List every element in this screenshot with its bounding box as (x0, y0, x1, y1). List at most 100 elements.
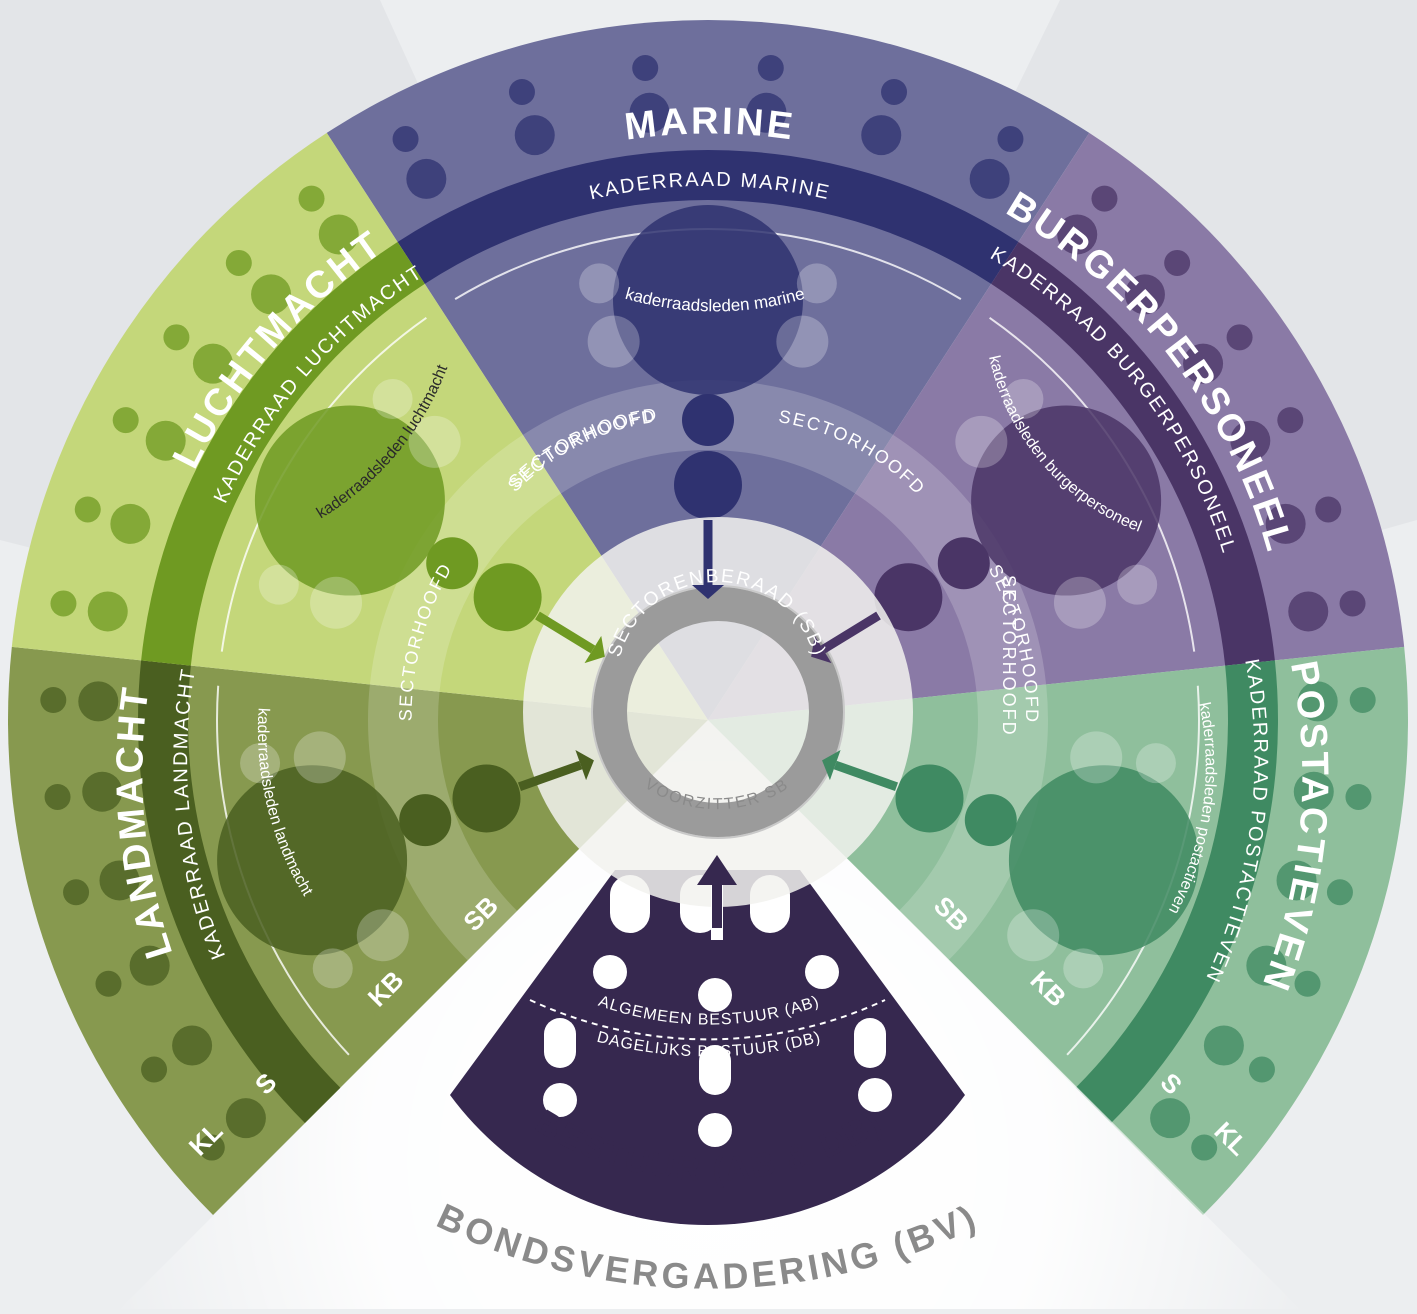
sectorenberaad-center (523, 517, 913, 907)
lucht-title-band (141, 241, 425, 666)
person-icon (1226, 324, 1253, 351)
person-icon (110, 503, 151, 544)
burger-kaderraadsleden-icon (955, 379, 1158, 629)
person-icon (50, 590, 77, 617)
marine-divider-line (454, 227, 962, 300)
land-sectorhoofd-body-icon (452, 764, 521, 833)
person-icon (1091, 185, 1118, 212)
lucht-arrow-icon (535, 611, 605, 664)
land-kaderraadsleden-icon (240, 731, 409, 989)
person-icon (240, 743, 281, 784)
person-icon (629, 92, 670, 133)
person-icon (969, 158, 1010, 199)
person-icon (881, 78, 908, 105)
person-icon (587, 315, 640, 368)
person-icon (1277, 407, 1304, 434)
person-icon (1203, 1025, 1244, 1066)
person-icon (82, 771, 123, 812)
person-icon (1297, 681, 1338, 722)
marine-sectorhoofd-body-icon (674, 451, 742, 519)
person-icon (1276, 860, 1317, 901)
land-sectorhoofd-icon (399, 794, 452, 847)
lucht-sectorhoofd-icon (426, 537, 479, 590)
person-icon (1057, 214, 1098, 255)
person-icon (318, 214, 359, 255)
marine-title: MARINE (622, 100, 797, 148)
marine-kaderraadsleden-icon (579, 263, 837, 368)
person-icon (198, 1134, 225, 1161)
db-member-body-icon (854, 1018, 886, 1068)
person-icon (87, 591, 128, 632)
person-icon (78, 681, 119, 722)
person-icon (40, 686, 67, 713)
person-icon (63, 879, 90, 906)
person-icon (44, 783, 71, 810)
person-icon (1293, 771, 1334, 812)
person-icon (1230, 420, 1271, 461)
post-sectorhoofd: SECTORHOOFD (999, 575, 1019, 737)
burger-arrow-icon (811, 611, 881, 664)
person-icon (408, 415, 461, 468)
burger-title-band (991, 241, 1275, 666)
land-members-icon (40, 681, 266, 1161)
sectorenberaad-ring (593, 587, 843, 837)
person-icon (508, 78, 535, 105)
person-icon (145, 420, 186, 461)
person-icon (293, 731, 346, 784)
center-disc (523, 517, 913, 907)
db-member-icon (543, 1083, 577, 1117)
person-icon (225, 249, 252, 276)
person-icon (1135, 743, 1176, 784)
person-icon (312, 948, 353, 989)
person-icon (1345, 783, 1372, 810)
person-icon (1294, 970, 1321, 997)
person-icon (251, 274, 292, 315)
db-member-body-icon (544, 1018, 576, 1068)
person-icon (141, 1056, 168, 1083)
post-kaderraad-disc (1008, 765, 1199, 956)
person-icon (356, 909, 409, 962)
person-icon (129, 945, 170, 986)
person-icon (997, 126, 1024, 153)
lucht-members-icon (50, 185, 359, 632)
person-icon (514, 115, 555, 156)
db-member-icon (858, 1078, 892, 1112)
lucht-kaderraad-disc (254, 405, 445, 596)
lucht-sectorhoofd-body-icon (473, 563, 542, 632)
person-icon (112, 407, 139, 434)
person-icon (1349, 686, 1376, 713)
person-icon (1124, 274, 1165, 315)
person-icon (95, 970, 122, 997)
person-icon (1053, 576, 1106, 629)
person-icon (1265, 503, 1306, 544)
land-kaderraad-disc (217, 765, 408, 956)
person-icon (796, 263, 837, 304)
post-sectorhoofd-icon (964, 794, 1017, 847)
ab-member-icon (698, 978, 732, 1012)
land-arrow-icon (517, 749, 594, 792)
person-icon (757, 55, 784, 82)
person-icon (99, 860, 140, 901)
person-icon (1183, 343, 1224, 384)
person-icon (955, 415, 1008, 468)
person-icon (1003, 379, 1044, 420)
person-icon (406, 158, 447, 199)
person-icon (776, 315, 829, 368)
person-icon (1246, 945, 1287, 986)
person-icon (1288, 591, 1329, 632)
person-icon (74, 496, 101, 523)
person-icon (861, 115, 902, 156)
marine-members-icon (392, 55, 1024, 199)
person-icon (579, 263, 620, 304)
db-member-body-icon (699, 1045, 731, 1095)
person-icon (258, 564, 299, 605)
land-title-band (137, 660, 341, 1124)
burger-sectorhoofd-body-icon (874, 563, 943, 632)
ab-member-icon (593, 955, 627, 989)
person-icon (1007, 909, 1060, 962)
person-icon (298, 185, 325, 212)
burger-members-icon (1057, 185, 1366, 632)
person-icon (310, 576, 363, 629)
post-arrow-icon (822, 749, 899, 792)
